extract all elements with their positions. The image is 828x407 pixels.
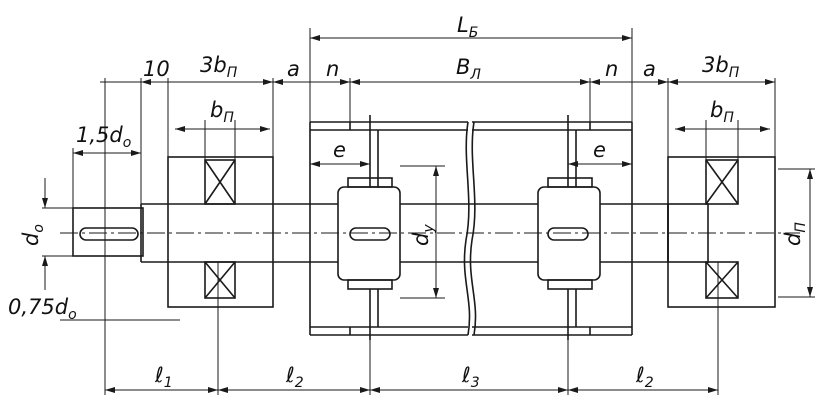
left-bearing-bottom <box>204 261 236 299</box>
drum-break-line <box>463 121 471 336</box>
disk-right <box>567 115 577 340</box>
dim-label-l3: ℓ3 <box>461 363 480 391</box>
dim-label-b-l: BЛ <box>456 55 481 83</box>
shaft-end <box>72 207 144 257</box>
dim-label-e-right: e <box>593 138 606 162</box>
right-bearing-top <box>705 159 739 205</box>
dim-label-l2-right: ℓ2 <box>635 363 654 391</box>
dim-label-bp-right: bП <box>710 98 734 126</box>
left-bearing-housing <box>167 156 274 308</box>
dim-label-l2-left: ℓ2 <box>285 363 304 391</box>
dim-label-dp: dП <box>781 222 809 246</box>
drum-right-half <box>472 121 633 336</box>
right-bearing-housing <box>667 156 776 308</box>
dim-label-l1: ℓ1 <box>154 363 173 391</box>
dim-label-n-right: n <box>605 57 618 81</box>
dim-label-3bp-right: 3bП <box>702 53 740 81</box>
dim-label-d0: do <box>19 224 47 246</box>
dim-label-0-75d0: 0,75do <box>8 295 77 323</box>
dim-label-a-right: a <box>643 57 656 81</box>
shaft-main <box>140 203 669 263</box>
dim-label-e-left: e <box>333 138 346 162</box>
dim-label-dy: dy <box>409 224 437 246</box>
right-bearing-bottom <box>705 261 739 299</box>
shaft-key <box>79 227 139 241</box>
dim-label-1-5d0: 1,5do <box>76 123 131 151</box>
left-bearing-top <box>204 159 236 205</box>
drum-left-half <box>309 121 468 336</box>
hub-left <box>337 177 401 290</box>
dim-label-10: 10 <box>143 57 170 81</box>
disk-left <box>369 115 379 340</box>
dim-label-3bp-left: 3bП <box>200 53 238 81</box>
dim-label-a-left: a <box>287 57 300 81</box>
dim-label-bp-left: bП <box>210 98 234 126</box>
dim-label-l-b: LБ <box>457 13 478 41</box>
dim-label-n-left: n <box>326 57 339 81</box>
drum-break-line-2 <box>469 121 477 336</box>
